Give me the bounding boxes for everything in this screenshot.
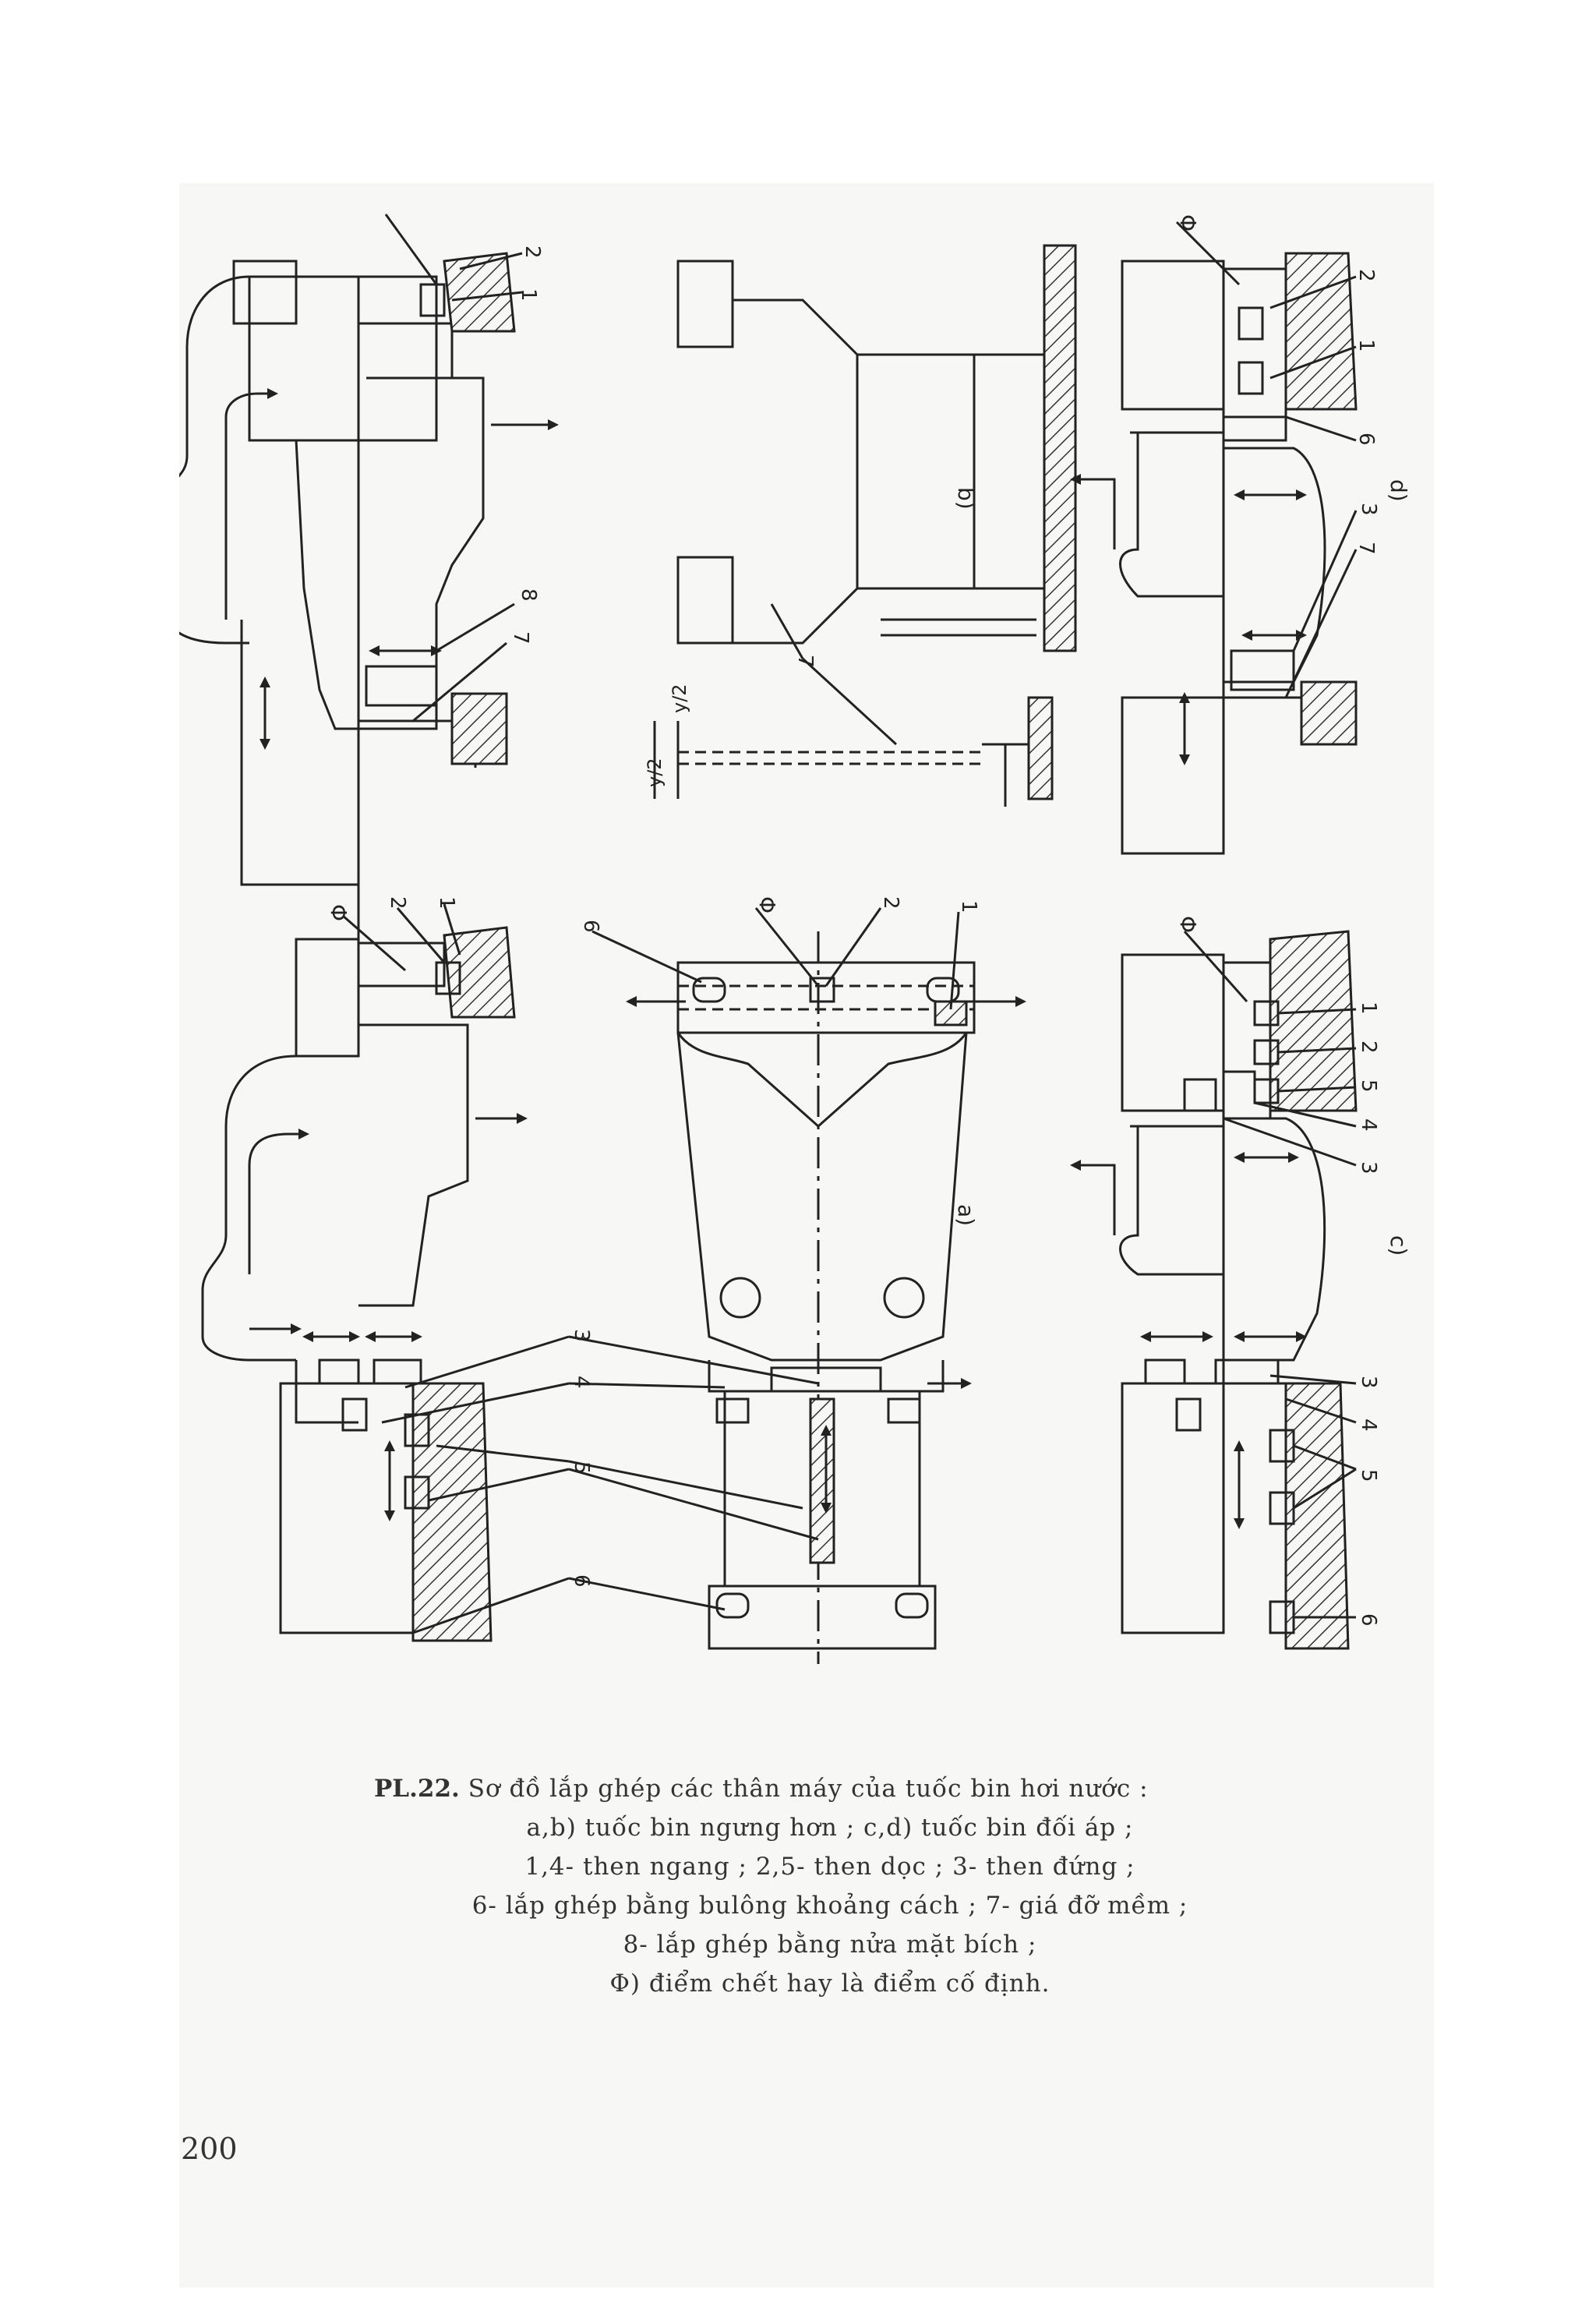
callout-7-b: 7	[793, 655, 817, 668]
panel-label-c: c)	[1386, 1235, 1411, 1256]
panel-a-side-drawing	[201, 903, 570, 1642]
callout-5-c-top: 5	[1357, 1079, 1380, 1093]
panel-a-top-view-drawing	[568, 907, 1026, 1664]
callout-1-top-a: 1	[517, 288, 540, 302]
panel-label-b: b)	[953, 487, 979, 510]
panel-b-drawing	[653, 244, 1077, 807]
callout-1-a-center: 1	[957, 900, 980, 913]
callout-3-c: 3	[1357, 1376, 1380, 1389]
fixed-point-symbol-c: Φ	[1175, 916, 1201, 933]
callout-8-top-a: 8	[517, 588, 540, 602]
caption-title: Sơ đồ lắp ghép các thân máy của tuốc bin…	[468, 1775, 1149, 1803]
callout-4-c-top: 4	[1357, 1118, 1380, 1132]
callout-2-c: 2	[1357, 1040, 1380, 1054]
fixed-point-symbol-a-center: Φ	[754, 896, 780, 913]
panel-d-drawing	[1070, 221, 1358, 855]
callout-6-a: 6	[570, 1574, 593, 1588]
callout-1-d: 1	[1354, 339, 1378, 352]
callout-4-c: 4	[1357, 1419, 1380, 1432]
callout-3-d: 3	[1357, 503, 1380, 516]
panel-label-d: d)	[1386, 479, 1411, 502]
callout-2-a-center: 2	[879, 896, 902, 910]
caption-line-5: Φ) điểm chết hay là điểm cố định.	[609, 1970, 1050, 1998]
callout-6-d: 6	[1354, 433, 1378, 446]
callout-1-a: 1	[435, 896, 458, 910]
callout-6-top-a: 6	[579, 920, 602, 933]
caption-line-4: 8- lắp ghép bằng nửa mặt bích ;	[623, 1931, 1037, 1959]
figure-caption: PL.22. Sơ đồ lắp ghép các thân máy của t…	[374, 1769, 1286, 2003]
caption-number: PL.22.	[374, 1775, 460, 1803]
callout-4-a: 4	[570, 1376, 593, 1389]
caption-line-1: a,b) tuốc bin ngưng hơn ; c,d) tuốc bin …	[526, 1814, 1134, 1842]
callout-y2-left: y/2	[644, 758, 666, 787]
caption-line-2: 1,4- then ngang ; 2,5- then dọc ; 3- the…	[524, 1853, 1135, 1881]
callout-3-a: 3	[570, 1329, 593, 1342]
callout-7-d: 7	[1354, 542, 1378, 555]
panel-label-a: a)	[953, 1204, 979, 1226]
callout-6-c: 6	[1357, 1613, 1380, 1627]
turbine-casing-assembly-figure: 2 1 8 7 b) 7 y/2 y/2	[179, 214, 1411, 1664]
panel-c-drawing	[1070, 930, 1358, 1650]
callout-5-a: 5	[570, 1461, 593, 1475]
callout-y2-right: y/2	[669, 684, 690, 713]
callout-1-c: 1	[1357, 1002, 1380, 1015]
fixed-point-symbol-d: Φ	[1175, 214, 1201, 231]
page-number: 200	[181, 2132, 238, 2166]
callout-5-c: 5	[1357, 1469, 1380, 1482]
callout-2-d: 2	[1354, 269, 1378, 282]
caption-title-line: PL.22. Sơ đồ lắp ghép các thân máy của t…	[374, 1769, 1286, 1808]
page-sheet	[179, 183, 1434, 2288]
callout-3-c-top: 3	[1357, 1161, 1380, 1175]
callout-7-top-a: 7	[509, 631, 532, 645]
caption-line-3: 6- lắp ghép bằng bulông khoảng cách ; 7-…	[471, 1892, 1188, 1920]
panel-a-top-drawing	[179, 214, 559, 1025]
fixed-point-symbol-a: Φ	[326, 904, 351, 921]
callout-2-top-a: 2	[521, 246, 544, 259]
callout-2-a: 2	[386, 896, 409, 910]
